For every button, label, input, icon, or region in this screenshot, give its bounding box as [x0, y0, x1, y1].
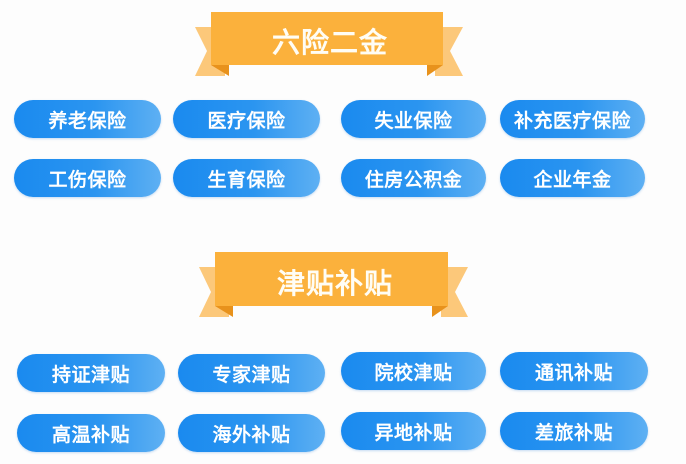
pill-label: 企业年金 [533, 168, 612, 191]
pill-label: 补充医疗保险 [513, 109, 631, 132]
pill-label: 海外补贴 [212, 423, 291, 446]
allowance-pill-certificate[interactable]: 持证津贴 [17, 354, 165, 392]
ribbon-icon [195, 12, 463, 76]
pill-label: 失业保险 [374, 109, 453, 132]
section-banner-insurance: 六险二金 [195, 10, 465, 80]
section-title: 津贴补贴 [276, 267, 393, 300]
benefit-pill-medical[interactable]: 医疗保险 [173, 100, 320, 138]
pill-label: 专家津贴 [212, 363, 291, 386]
benefit-pill-maternity[interactable]: 生育保险 [173, 159, 320, 197]
pill-label: 高温补贴 [51, 423, 130, 446]
pill-label: 通讯补贴 [534, 361, 613, 384]
pill-label: 异地补贴 [374, 421, 453, 444]
benefit-pill-supplementary-medical[interactable]: 补充医疗保险 [500, 100, 645, 138]
allowance-pill-academy[interactable]: 院校津贴 [341, 352, 486, 390]
pill-label: 住房公积金 [364, 168, 463, 191]
pill-label: 院校津贴 [374, 361, 453, 384]
allowance-pill-high-temperature[interactable]: 高温补贴 [17, 414, 165, 452]
benefit-pill-enterprise-annuity[interactable]: 企业年金 [500, 159, 645, 197]
pill-label: 工伤保险 [48, 168, 127, 191]
allowance-pill-remote-location[interactable]: 异地补贴 [341, 412, 486, 450]
pill-label: 持证津贴 [51, 363, 130, 386]
pill-label: 差旅补贴 [534, 421, 613, 444]
pill-label: 养老保险 [48, 109, 127, 132]
allowance-pill-expert[interactable]: 专家津贴 [178, 354, 325, 392]
benefit-pill-pension[interactable]: 养老保险 [14, 100, 161, 138]
benefit-pill-injury[interactable]: 工伤保险 [14, 159, 161, 197]
allowance-pill-overseas[interactable]: 海外补贴 [178, 414, 325, 452]
section-title: 六险二金 [271, 26, 388, 59]
section-banner-allowances: 津贴补贴 [199, 250, 471, 320]
ribbon-icon [199, 252, 468, 317]
allowance-pill-travel[interactable]: 差旅补贴 [500, 412, 648, 450]
allowance-pill-communication[interactable]: 通讯补贴 [500, 352, 648, 390]
pill-label: 生育保险 [207, 168, 286, 191]
benefit-pill-unemployment[interactable]: 失业保险 [341, 100, 486, 138]
benefit-pill-housing-fund[interactable]: 住房公积金 [341, 159, 486, 197]
pill-label: 医疗保险 [207, 109, 286, 132]
